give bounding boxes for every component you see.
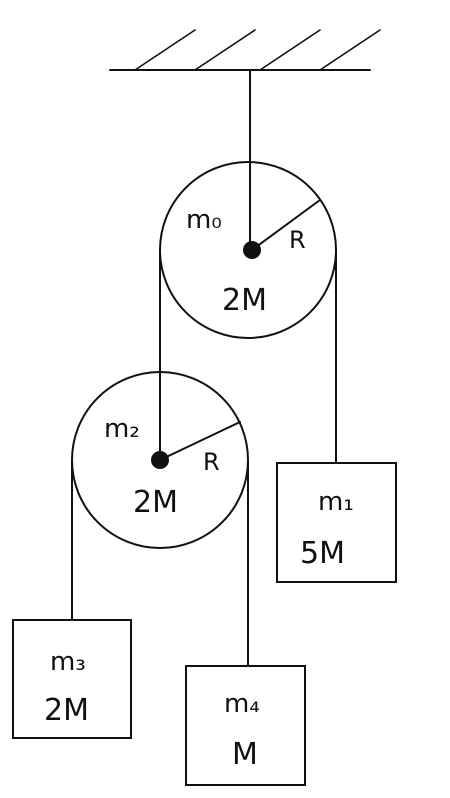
pulley-top-radius [251,199,321,251]
pulley-lower-name: m₂ [104,414,140,444]
pulley-lower-radius [159,421,241,461]
pulley-lower-radius-label: R [203,448,220,476]
block-left-mass: 2M [44,693,89,728]
block-left: m₃ 2M [12,619,132,739]
pulley-lower: m₂ R 2M [71,371,249,549]
block-middle-mass: M [232,737,258,772]
ceiling [109,29,381,71]
pulley-top: m₀ R 2M [159,161,337,339]
pulley-top-name: m₀ [186,205,222,235]
pulley-lower-mass: 2M [133,485,178,520]
pulley-top-radius-label: R [289,226,306,254]
block-right-mass: 5M [300,536,345,571]
block-right: m₁ 5M [276,462,397,583]
pulley-top-mass: 2M [222,283,267,318]
block-left-name: m₃ [50,647,86,677]
block-right-name: m₁ [318,487,354,517]
block-middle: m₄ M [185,665,306,786]
block-middle-name: m₄ [224,689,260,719]
